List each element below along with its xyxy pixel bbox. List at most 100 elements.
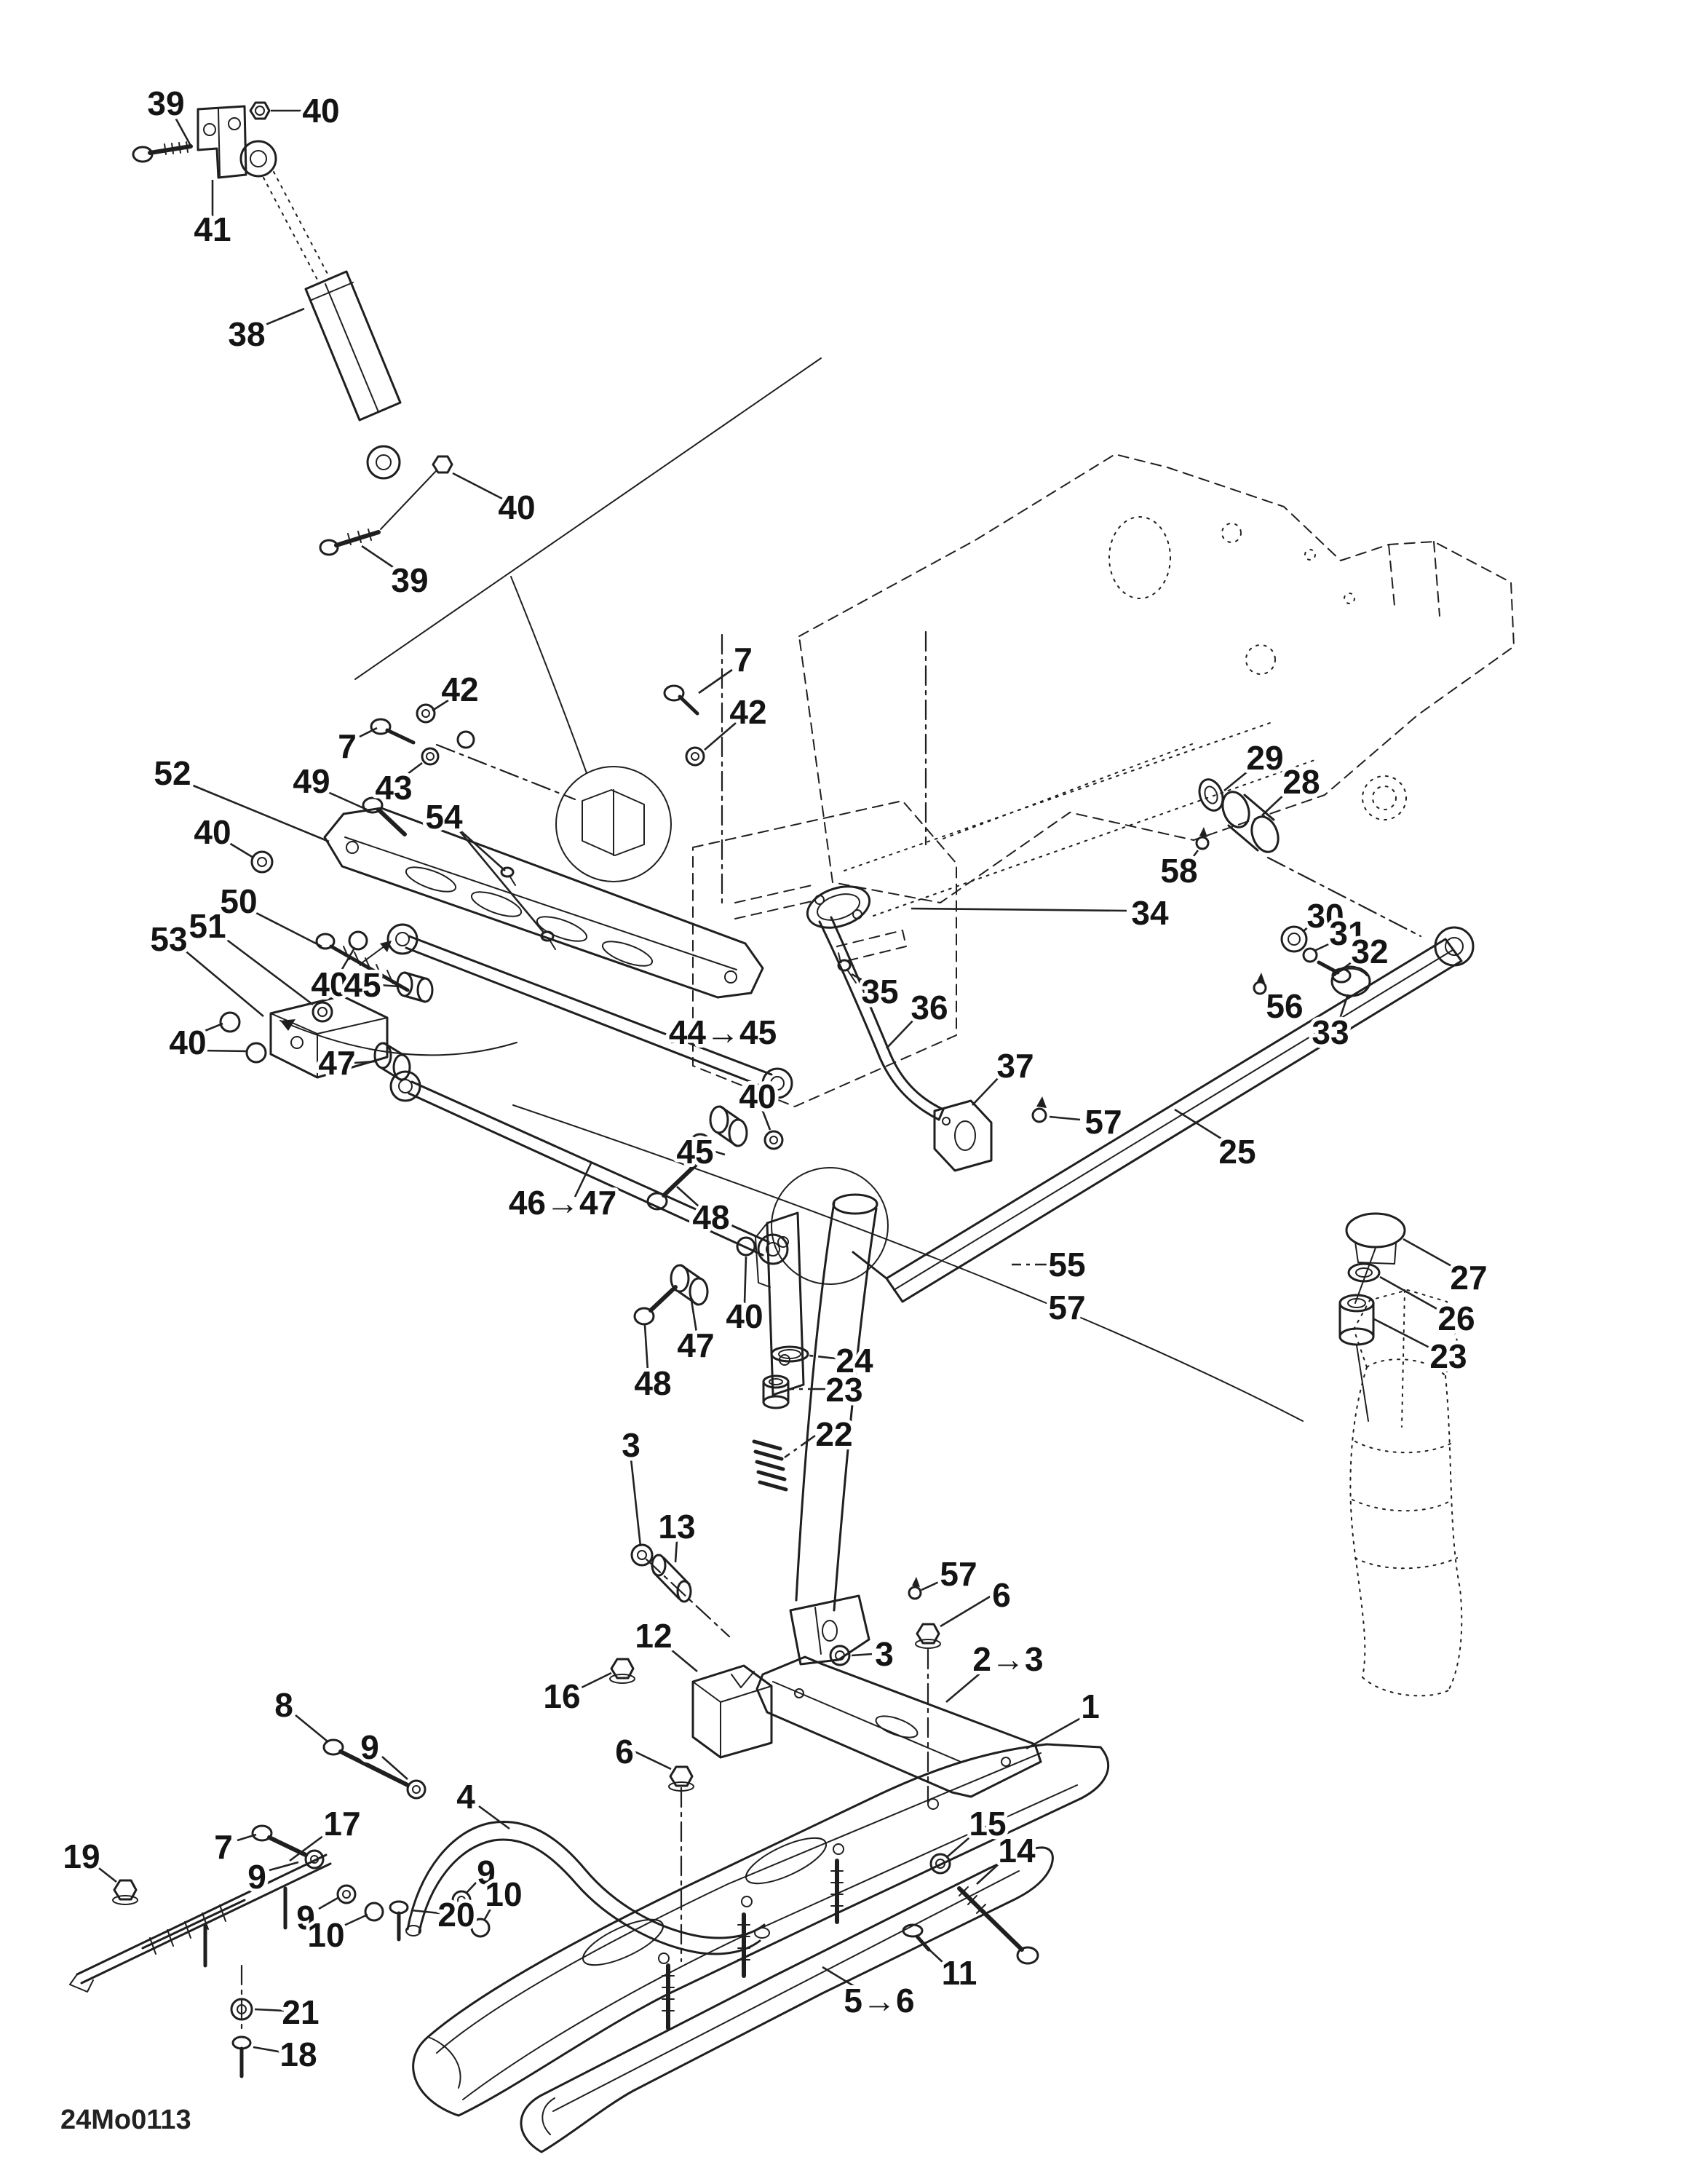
washer-29 <box>1198 778 1224 812</box>
shock-upper-eye <box>239 140 277 178</box>
nut-16-flange <box>609 1674 635 1684</box>
clevis-slot <box>814 1607 822 1655</box>
bracket-hole <box>290 1036 304 1049</box>
callout-42-2: 42 <box>729 693 766 731</box>
drawing-code: 24Mo0113 <box>60 2105 191 2135</box>
bolt-7-shaft <box>267 1835 308 1857</box>
callout-10-1: 10 <box>307 1916 344 1954</box>
trailing-arm-25 <box>885 938 1463 1303</box>
washer-43 <box>421 747 440 766</box>
callout-29-1: 29 <box>1246 739 1283 777</box>
bolt-48-head <box>633 1307 655 1326</box>
cap-27-skirt <box>1354 1241 1397 1265</box>
bolt-48-shaft <box>648 1285 678 1313</box>
bolt-7-42-center <box>663 684 705 767</box>
callout-52-1: 52 <box>154 754 191 792</box>
bushing-45 <box>709 1105 748 1147</box>
nut-6-flange <box>915 1639 941 1649</box>
shock-lower-eye <box>366 445 401 480</box>
skag-5-6 <box>520 1846 1054 2153</box>
callout-10-2: 10 <box>485 1875 522 1913</box>
leader-40-4 <box>199 1022 223 1034</box>
arm-eye <box>1434 926 1475 967</box>
bolt-axis <box>380 470 437 530</box>
washer-9 <box>304 1849 325 1870</box>
bracket-34-inner <box>817 893 860 921</box>
callout-50-1: 50 <box>220 882 257 920</box>
arm-eye-hole <box>1445 937 1464 956</box>
leader-47-1 <box>354 1060 376 1064</box>
ring-24-hole <box>778 1349 801 1359</box>
leader-53-1 <box>183 949 264 1017</box>
leader-28-1 <box>1261 791 1288 816</box>
callout-32-1: 32 <box>1351 933 1388 970</box>
callout-47-1: 47 <box>318 1044 355 1082</box>
callout-40-1: 40 <box>302 92 339 130</box>
callout-7-2: 7 <box>734 641 753 678</box>
nut-40 <box>348 930 368 951</box>
leader-9-2 <box>269 1861 299 1872</box>
callout-40-4: 40 <box>169 1024 206 1061</box>
washer-40-hole <box>769 1136 778 1144</box>
frame-opening <box>1108 516 1171 599</box>
ski-hole <box>741 1896 753 1907</box>
bracket-53 <box>269 994 389 1079</box>
leader-42-1 <box>432 699 449 712</box>
callout-7-3: 7 <box>214 1828 233 1866</box>
washer-9-hole <box>342 1890 351 1899</box>
arrowhead <box>280 1019 295 1031</box>
bushing-23 <box>762 1374 790 1409</box>
callout-39-1: 39 <box>147 84 184 122</box>
callout-36-1: 36 <box>911 989 948 1026</box>
plate-slot <box>405 866 457 893</box>
callout-1-1: 1 <box>1081 1688 1100 1725</box>
fastener-axis <box>645 1558 731 1638</box>
saddle-hole <box>794 1688 804 1698</box>
plate-slot <box>601 941 654 967</box>
leader-27-1 <box>1403 1238 1453 1268</box>
leader-9-1 <box>381 1756 408 1780</box>
leader-11-1 <box>921 1942 945 1964</box>
leader-3-2 <box>851 1653 873 1657</box>
washer <box>689 1133 712 1156</box>
frame-hole <box>1304 549 1316 561</box>
nut-40 <box>250 850 274 874</box>
leader-24-1 <box>809 1354 836 1360</box>
leader-35-1 <box>851 973 865 983</box>
ski-contour <box>436 1752 1042 2054</box>
callout-57-2: 57 <box>1048 1289 1085 1326</box>
ski-hole <box>833 1843 844 1855</box>
leader-1-1 <box>1026 1717 1082 1750</box>
clip-57 <box>1031 1096 1047 1123</box>
callout-45-1: 45 <box>344 966 381 1004</box>
nut-10 <box>470 1918 491 1938</box>
screw-54 <box>500 866 515 878</box>
bolt-39-head <box>319 539 339 556</box>
reference-arrow <box>279 1020 517 1056</box>
frame-hole <box>1221 523 1242 543</box>
shock-collar <box>311 282 354 301</box>
callout-23-2: 23 <box>1429 1337 1467 1375</box>
shock-body-line <box>325 283 379 413</box>
callout-21-1: 21 <box>282 1993 319 2031</box>
bolt-7-42-43-left <box>370 703 576 801</box>
leader-10-1 <box>340 1913 368 1928</box>
leader-45-2 <box>710 1149 726 1156</box>
plate-edge <box>344 836 737 970</box>
callout-19-1: 19 <box>63 1837 100 1875</box>
bolt-48-shaft <box>662 1161 699 1198</box>
callout-9-2: 9 <box>247 1858 266 1896</box>
washer-30-hole <box>1288 933 1301 946</box>
callout-49-1: 49 <box>293 762 330 800</box>
arm-eye-hole <box>766 1242 780 1257</box>
bracket-53-group <box>219 933 517 1079</box>
nut-16 <box>610 1658 635 1679</box>
washer-3 <box>829 1645 851 1666</box>
support-plate-52 <box>250 796 764 999</box>
screw-35 <box>837 959 852 972</box>
leader-26-1 <box>1379 1275 1440 1312</box>
frame-phantom <box>354 357 1515 1285</box>
pivot-axis <box>1266 856 1422 938</box>
leader-7-2 <box>698 668 733 695</box>
bracket-hole <box>228 117 241 130</box>
